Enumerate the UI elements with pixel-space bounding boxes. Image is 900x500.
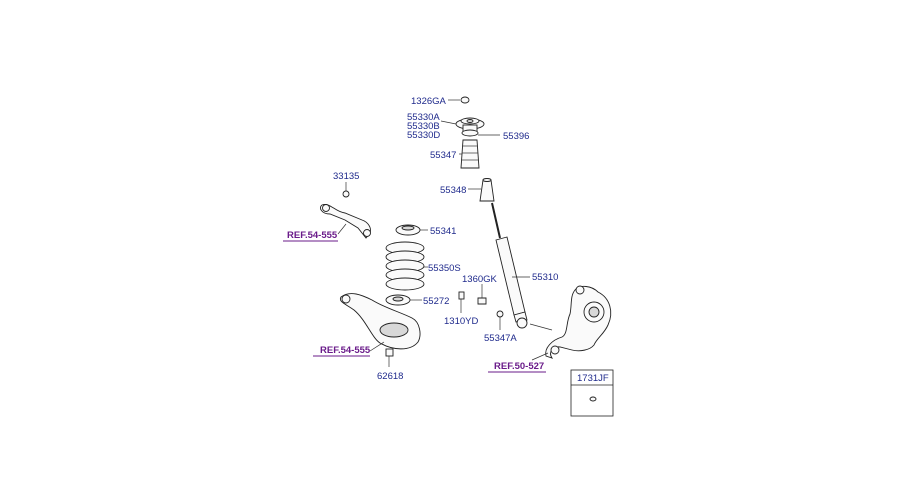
washer-55347a — [496, 310, 504, 330]
nut-62618 — [385, 348, 394, 367]
upper-arm — [319, 182, 371, 239]
part-box-1731jf — [570, 369, 614, 417]
knuckle — [529, 285, 612, 361]
label-55330a: 55330A — [407, 112, 440, 123]
label-1731jf: 1731JF — [577, 373, 609, 384]
lower-spring-pad — [385, 294, 422, 306]
label-55347a: 55347A — [484, 333, 517, 344]
label-55396: 55396 — [503, 131, 529, 142]
label-55330d: 55330D — [407, 130, 440, 141]
upper-mount — [440, 117, 500, 137]
label-55350s: 55350S — [428, 263, 461, 274]
upper-spring-pad — [395, 224, 428, 236]
label-1310yd: 1310YD — [444, 316, 478, 327]
nut-1310yd — [458, 291, 465, 313]
label-55341: 55341 — [430, 226, 456, 237]
ref-knuckle[interactable]: REF.50-527 — [494, 361, 544, 372]
ref-lower-arm[interactable]: REF.54-555 — [320, 345, 371, 356]
label-62618: 62618 — [377, 371, 403, 382]
ref-upper-arm[interactable]: REF.54-555 — [287, 230, 338, 241]
coil-spring — [385, 241, 428, 291]
label-55347: 55347 — [430, 150, 456, 161]
label-55348: 55348 — [440, 185, 466, 196]
label-55310: 55310 — [532, 272, 558, 283]
label-55330b: 55330B — [407, 121, 440, 132]
label-1326ga: 1326GA — [411, 96, 447, 107]
label-1360gk: 1360GK — [462, 274, 498, 285]
shock-absorber — [491, 202, 530, 329]
nut-1326ga — [448, 96, 470, 104]
lower-bolt — [477, 284, 487, 305]
bump-stopper — [468, 178, 495, 202]
lower-arm — [339, 293, 421, 352]
dust-cover — [459, 139, 480, 169]
label-55272: 55272 — [423, 296, 449, 307]
label-33135: 33135 — [333, 171, 359, 182]
